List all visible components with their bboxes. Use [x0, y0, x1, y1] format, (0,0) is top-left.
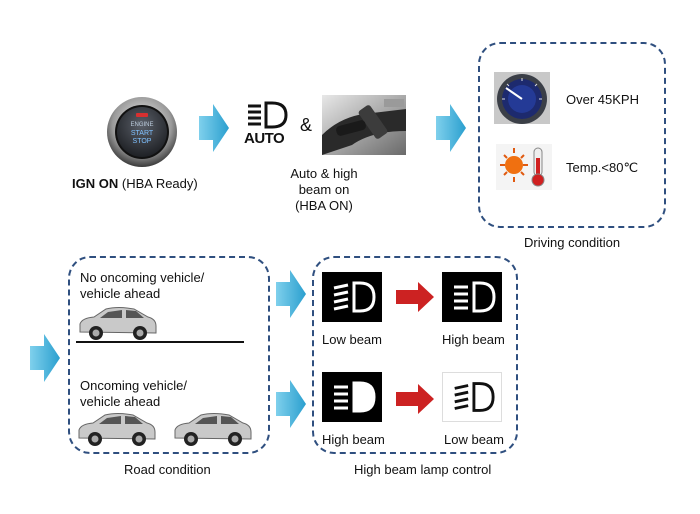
auto-headlamp-icon: AUTO [244, 100, 290, 147]
headlamp-stalk-photo [322, 95, 406, 155]
low-beam-tile [322, 272, 382, 322]
oncoming-line1: Oncoming vehicle/ [80, 378, 187, 393]
no-oncoming-line2: vehicle ahead [80, 286, 161, 301]
flow-arrow-2 [436, 104, 466, 152]
low-beam-tile-row2 [442, 372, 502, 422]
high-beam-tile [442, 272, 502, 322]
button-text-start: START [130, 130, 154, 137]
ampersand: & [300, 115, 313, 135]
ign-on-label: IGN ON (HBA Ready) [72, 176, 222, 192]
oncoming-line2: vehicle ahead [80, 394, 161, 409]
oncoming-label: Oncoming vehicle/ vehicle ahead [80, 378, 187, 410]
ign-on-rest: (HBA Ready) [121, 176, 198, 191]
stalk-photo-icon [322, 95, 406, 155]
no-oncoming-label: No oncoming vehicle/ vehicle ahead [80, 270, 204, 302]
red-arrow-row2 [396, 384, 434, 414]
row2-to-label: Low beam [444, 432, 504, 447]
row1-from-label: Low beam [322, 332, 382, 347]
oncoming-car-icon [78, 413, 156, 446]
button-text-engine: ENGINE [130, 122, 154, 128]
road-line [76, 341, 244, 343]
no-oncoming-line1: No oncoming vehicle/ [80, 270, 205, 285]
engine-start-stop-button: ENGINE START STOP [106, 96, 178, 168]
row1-to-label: High beam [442, 332, 505, 347]
auto-caption-line3: (HBA ON) [295, 198, 353, 213]
ign-on-bold: IGN ON [72, 176, 119, 191]
driving-condition-caption: Driving condition [524, 235, 621, 250]
button-text-stop: STOP [132, 138, 152, 145]
speed-condition-label: Over 45KPH [566, 92, 639, 107]
temperature-condition-label: Temp.<80℃ [566, 160, 639, 175]
flow-arrow-1 [199, 104, 229, 152]
speedometer-icon [494, 72, 550, 124]
high-beam-icon-row2 [334, 381, 376, 413]
low-beam-icon-row2 [454, 382, 495, 412]
vehicle-ahead-car-icon [174, 413, 252, 446]
flow-arrow-case2 [276, 380, 306, 428]
low-beam-icon [333, 281, 376, 313]
flow-arrow-case1 [276, 270, 306, 318]
high-beam-icon [454, 281, 496, 313]
road-condition-caption: Road condition [124, 462, 211, 477]
lamp-control-caption: High beam lamp control [354, 462, 492, 477]
red-arrow-row1 [396, 282, 434, 312]
row2-from-label: High beam [322, 432, 385, 447]
headlamp-symbol-icon [248, 101, 288, 129]
high-beam-tile-row2 [322, 372, 382, 422]
start-button-icon [107, 97, 177, 167]
auto-caption-line2: beam on [298, 182, 350, 197]
lamp-control-box [312, 256, 518, 454]
auto-caption: Auto & high beam on (HBA ON) [279, 166, 369, 214]
driving-condition-box [478, 42, 666, 228]
auto-caption-line1: Auto & high [290, 166, 358, 181]
car-icon [79, 307, 157, 340]
temperature-icon [496, 144, 552, 190]
flow-arrow-entry [30, 334, 60, 382]
road-condition-box [68, 256, 270, 454]
auto-text: AUTO [244, 130, 285, 147]
